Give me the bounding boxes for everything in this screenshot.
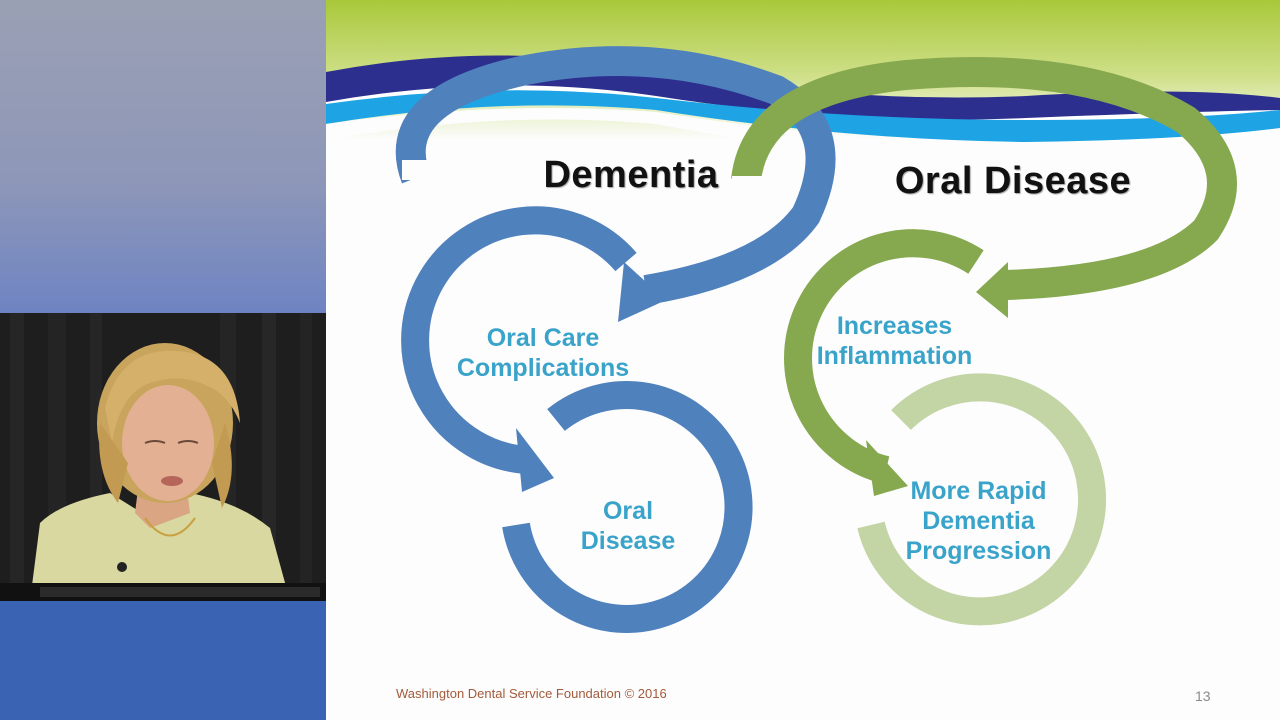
presenter-image xyxy=(0,313,326,601)
page-number: 13 xyxy=(1195,688,1211,704)
green-top-arrow xyxy=(731,57,1237,318)
node-label-line: Dementia xyxy=(922,507,1035,535)
presenter-video xyxy=(0,313,326,601)
title-oral-disease: Oral Disease xyxy=(894,160,1132,202)
green-cycle-upper xyxy=(784,229,984,496)
slide-graphics xyxy=(326,0,1280,633)
node-label-line: Increases xyxy=(836,312,953,340)
node-label-line: Inflammation xyxy=(816,342,973,370)
slide: Dementia Oral Disease Oral Care Complica… xyxy=(326,0,1280,720)
green-cycle-lower xyxy=(857,373,1107,626)
node-label-line: Oral xyxy=(602,497,654,525)
node-oral-care-complications: Oral Care Complications xyxy=(438,323,648,383)
blue-cycle-upper xyxy=(401,206,637,492)
node-label-line: Progression xyxy=(905,537,1052,565)
node-label-line: More Rapid xyxy=(910,477,1047,505)
blue-top-arrow xyxy=(395,46,836,322)
node-oral-disease: Oral Disease xyxy=(548,496,708,556)
node-label-line: Oral Care xyxy=(486,324,600,352)
node-increases-inflammation: Increases Inflammation xyxy=(792,311,997,371)
title-dementia: Dementia xyxy=(543,154,719,196)
node-label-line: Complications xyxy=(456,354,630,382)
footer-copyright: Washington Dental Service Foundation © 2… xyxy=(396,686,667,701)
left-panel-bottom xyxy=(0,601,326,720)
blue-cycle-lower xyxy=(502,381,753,633)
node-more-rapid-dementia-progression: More Rapid Dementia Progression xyxy=(876,476,1081,566)
node-label-line: Disease xyxy=(580,527,676,555)
